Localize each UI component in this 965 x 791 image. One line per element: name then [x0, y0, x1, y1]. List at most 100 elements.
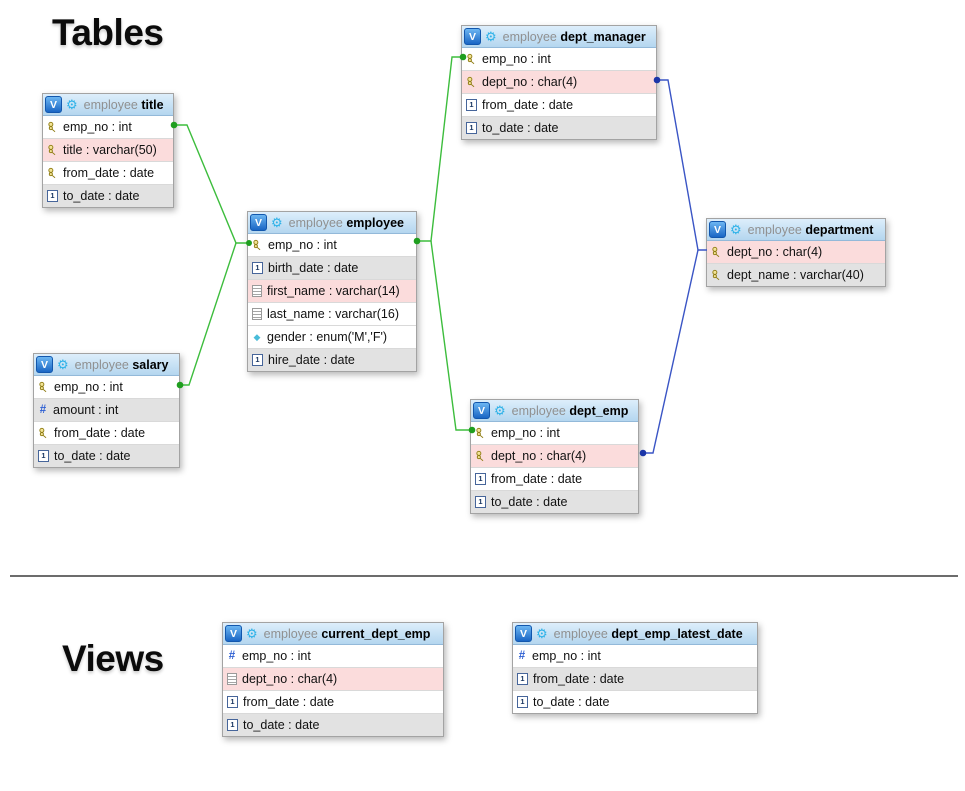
column-label: hire_date : date [268, 353, 355, 367]
column-label: emp_no : int [491, 426, 560, 440]
primary-key-icon [47, 121, 58, 133]
column-label: dept_no : char(4) [491, 449, 587, 463]
view-card-dept-emp-latest-date[interactable]: V ⚙ employee dept_emp_latest_date # emp_… [512, 622, 758, 714]
gear-icon[interactable]: ⚙ [246, 626, 258, 641]
table-header[interactable]: V ⚙ employee dept_emp_latest_date [513, 623, 757, 645]
column-label: to_date : date [533, 695, 610, 709]
primary-key-icon [475, 427, 486, 439]
gear-icon[interactable]: ⚙ [66, 97, 78, 112]
column-row[interactable]: # emp_no : int [223, 645, 443, 667]
column-label: emp_no : int [63, 120, 132, 134]
column-row[interactable]: last_name : varchar(16) [248, 302, 416, 325]
relationship-employee-dept-emp [430, 240, 471, 431]
gear-icon[interactable]: ⚙ [494, 403, 506, 418]
table-header[interactable]: V ⚙ employee title [43, 94, 173, 116]
column-label: emp_no : int [54, 380, 123, 394]
date-icon: 1 [466, 122, 477, 134]
view-badge-icon[interactable]: V [36, 356, 53, 373]
gear-icon[interactable]: ⚙ [485, 29, 497, 44]
column-row[interactable]: 1 hire_date : date [248, 348, 416, 371]
column-label: first_name : varchar(14) [267, 284, 400, 298]
column-row[interactable]: 1 from_date : date [471, 467, 638, 490]
table-card-dept-emp[interactable]: V ⚙ employee dept_emp emp_no : int dept_… [470, 399, 639, 514]
column-row[interactable]: emp_no : int [43, 116, 173, 138]
column-label: from_date : date [54, 426, 146, 440]
table-name-label: department [805, 222, 874, 237]
column-row[interactable]: 1 from_date : date [513, 667, 757, 690]
view-badge-icon[interactable]: V [45, 96, 62, 113]
column-row[interactable]: emp_no : int [34, 376, 179, 398]
column-row[interactable]: 1 to_date : date [43, 184, 173, 207]
relationship-department-dept-manager [656, 79, 707, 251]
column-row[interactable]: 1 from_date : date [223, 690, 443, 713]
schema-label: employee [263, 626, 318, 641]
table-header[interactable]: V ⚙ employee dept_emp [471, 400, 638, 422]
column-row[interactable]: 1 birth_date : date [248, 256, 416, 279]
column-row[interactable]: from_date : date [34, 421, 179, 444]
connection-dot [639, 449, 647, 457]
table-header[interactable]: V ⚙ employee department [707, 219, 885, 241]
schema-label: employee [511, 403, 566, 418]
text-icon [227, 673, 237, 685]
column-label: gender : enum('M','F') [267, 330, 388, 344]
view-badge-icon[interactable]: V [250, 214, 267, 231]
table-header[interactable]: V ⚙ employee employee [248, 212, 416, 234]
date-icon: 1 [38, 450, 49, 462]
column-row[interactable]: dept_no : char(4) [471, 444, 638, 467]
table-card-title[interactable]: V ⚙ employee title emp_no : int title : … [42, 93, 174, 208]
table-header[interactable]: V ⚙ employee current_dept_emp [223, 623, 443, 645]
column-label: to_date : date [243, 718, 320, 732]
column-row[interactable]: 1 to_date : date [34, 444, 179, 467]
gear-icon[interactable]: ⚙ [271, 215, 283, 230]
column-row[interactable]: emp_no : int [471, 422, 638, 444]
table-card-department[interactable]: V ⚙ employee department dept_no : char(4… [706, 218, 886, 287]
column-row[interactable]: first_name : varchar(14) [248, 279, 416, 302]
column-row[interactable]: dept_no : char(4) [223, 667, 443, 690]
column-row[interactable]: # amount : int [34, 398, 179, 421]
column-row[interactable]: emp_no : int [248, 234, 416, 256]
view-badge-icon[interactable]: V [515, 625, 532, 642]
column-row[interactable]: from_date : date [43, 161, 173, 184]
gear-icon[interactable]: ⚙ [730, 222, 742, 237]
relationship-department-dept-emp [642, 249, 699, 454]
column-row[interactable]: 1 from_date : date [462, 93, 656, 116]
column-row[interactable]: title : varchar(50) [43, 138, 173, 161]
column-row[interactable]: dept_no : char(4) [707, 241, 885, 263]
primary-key-icon [47, 167, 58, 179]
view-card-current-dept-emp[interactable]: V ⚙ employee current_dept_emp # emp_no :… [222, 622, 444, 737]
column-row[interactable]: 1 to_date : date [223, 713, 443, 736]
text-icon [252, 285, 262, 297]
table-name-label: dept_manager [560, 29, 646, 44]
column-label: emp_no : int [532, 649, 601, 663]
table-header[interactable]: V ⚙ employee dept_manager [462, 26, 656, 48]
view-badge-icon[interactable]: V [225, 625, 242, 642]
column-row[interactable]: 1 to_date : date [471, 490, 638, 513]
column-label: to_date : date [482, 121, 559, 135]
table-card-dept-manager[interactable]: V ⚙ employee dept_manager emp_no : int d… [461, 25, 657, 140]
text-icon [252, 308, 262, 320]
enum-icon: ◆ [253, 331, 261, 342]
view-badge-icon[interactable]: V [473, 402, 490, 419]
view-badge-icon[interactable]: V [464, 28, 481, 45]
primary-key-icon [38, 427, 49, 439]
table-header[interactable]: V ⚙ employee salary [34, 354, 179, 376]
column-label: emp_no : int [482, 52, 551, 66]
gear-icon[interactable]: ⚙ [57, 357, 69, 372]
table-name-label: current_dept_emp [321, 626, 431, 641]
column-row[interactable]: emp_no : int [462, 48, 656, 70]
gear-icon[interactable]: ⚙ [536, 626, 548, 641]
int-icon: # [518, 650, 526, 662]
column-row[interactable]: dept_no : char(4) [462, 70, 656, 93]
column-row[interactable]: # emp_no : int [513, 645, 757, 667]
column-row[interactable]: 1 to_date : date [462, 116, 656, 139]
column-row[interactable]: ◆ gender : enum('M','F') [248, 325, 416, 348]
column-row[interactable]: 1 to_date : date [513, 690, 757, 713]
table-card-salary[interactable]: V ⚙ employee salary emp_no : int # amoun… [33, 353, 180, 468]
view-badge-icon[interactable]: V [709, 221, 726, 238]
column-row[interactable]: dept_name : varchar(40) [707, 263, 885, 286]
table-card-employee[interactable]: V ⚙ employee employee emp_no : int 1 bir… [247, 211, 417, 372]
schema-label: employee [288, 215, 343, 230]
column-label: dept_no : char(4) [242, 672, 338, 686]
column-label: from_date : date [491, 472, 583, 486]
schema-label: employee [74, 357, 129, 372]
